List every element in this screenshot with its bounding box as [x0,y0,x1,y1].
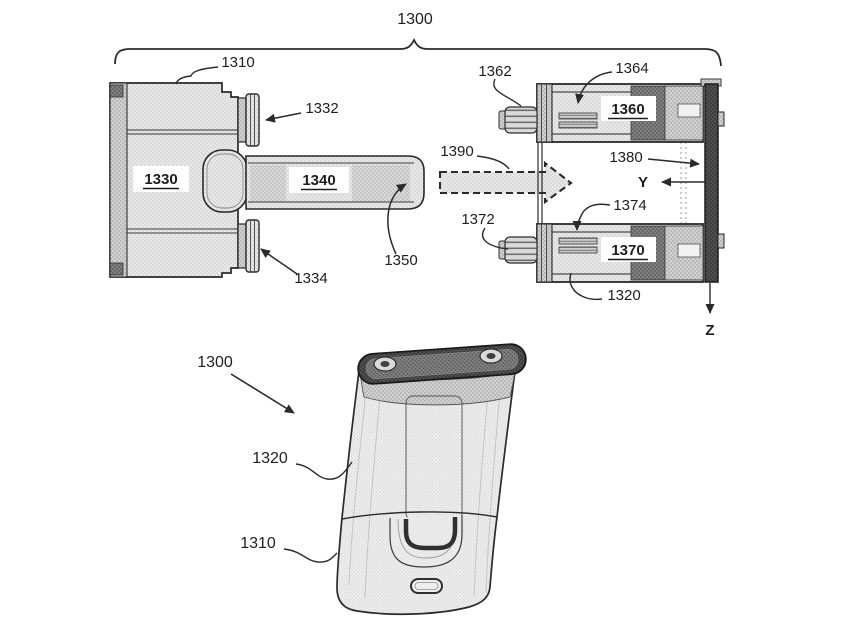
shading-lines [348,389,501,599]
device-3d-view: 1300 1320 1310 [197,343,527,616]
label-1334: 1334 [294,270,327,287]
label-1372-leader [481,227,509,250]
upper-boss [237,93,260,147]
insertion-arrow-group: 1390 [438,143,573,205]
label-1332-arrow [265,112,302,123]
axis-z-label: Z [705,322,714,339]
receptacle-section: 1330 1340 1310 1332 1334 1350 [109,54,425,287]
screw-boss-right [479,348,503,364]
upper-cartridge: 1360 [498,83,704,143]
label-1372: 1372 [461,211,494,228]
brace-curve [114,37,722,67]
label-1362: 1362 [478,63,511,80]
label-1370: 1370 [611,242,644,259]
label-1310-device: 1310 [240,535,276,552]
cartridge-assembly: 1360 1370 [461,60,725,339]
label-1364: 1364 [615,60,648,77]
device-body [336,369,517,616]
label-plate-1330 [133,166,189,192]
label-1310: 1310 [221,54,254,71]
label-1300-top: 1300 [397,11,433,28]
upper-vent-slot [558,121,598,129]
label-1320-device: 1320 [252,450,288,467]
label-1380: 1380 [609,149,642,166]
receptacle-left-band [109,82,128,278]
label-1374-arrow [572,203,611,231]
housing-seam [341,511,498,520]
axis-y-label: Y [638,174,648,191]
housing-dotted-lines [680,142,687,224]
label-1300-device: 1300 [197,354,233,371]
label-1332: 1332 [305,100,338,117]
label-1330: 1330 [144,171,177,188]
label-1350: 1350 [384,252,417,269]
latch-notch [389,515,463,568]
end-plate [700,78,725,283]
upper-vent-slot [558,112,598,120]
label-1334-arrow [260,248,298,275]
lower-cartridge: 1370 [498,223,704,283]
lower-vent-slot [558,237,598,245]
upper-nozzle [498,106,538,134]
label-1390: 1390 [440,143,473,160]
rod-texture-left [250,165,286,201]
lower-boss [237,219,260,273]
label-plate-1340 [289,167,349,193]
left-bracket-lines [537,142,543,224]
label-plate-1360 [601,96,656,121]
label-1350-arrow [387,183,407,255]
overall-assembly-brace: 1300 [114,11,722,67]
label-1310-leader [175,66,219,85]
label-plate-1370 [601,237,656,262]
band-bottom-cap [109,262,124,276]
label-1364-arrow [575,71,613,104]
label-1320-leader [569,272,603,301]
rod-texture-right [352,165,410,201]
band-top-cap [109,84,124,98]
lower-nozzle [498,236,538,264]
lower-vent-slot [558,246,598,254]
label-1390-leader [476,155,510,170]
label-1300-arrow [230,373,295,414]
bottom-slot [410,578,443,594]
label-1362-leader [493,78,522,107]
receptacle-inner-lines [127,129,238,234]
label-1320-device-leader [295,461,353,480]
screw-boss-left [373,356,397,372]
label-1360: 1360 [611,101,644,118]
label-1380-arrow [647,158,700,168]
insertion-arrow [438,160,573,205]
label-1374: 1374 [613,197,646,214]
label-1340: 1340 [302,172,335,189]
label-1310-device-leader [283,548,338,563]
label-1320-exploded: 1320 [607,287,640,304]
